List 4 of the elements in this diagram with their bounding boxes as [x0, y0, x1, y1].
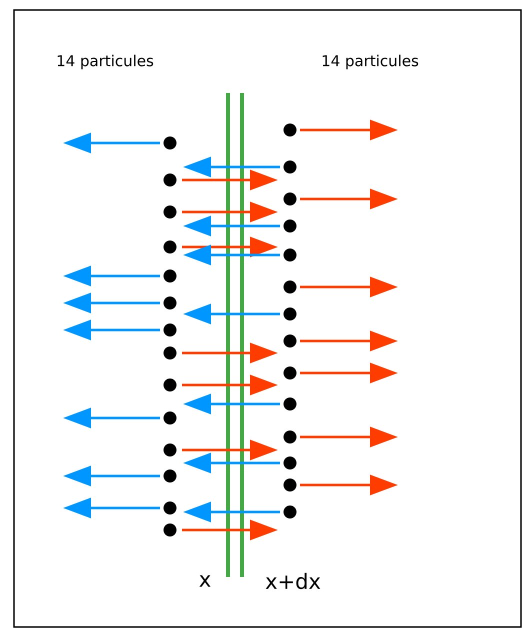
position-label: x: [199, 575, 211, 587]
position-label: x+dx: [266, 572, 320, 590]
particle-count-label: 14 particules: [58, 54, 154, 70]
particle-count-label: 14 particules: [322, 54, 418, 70]
